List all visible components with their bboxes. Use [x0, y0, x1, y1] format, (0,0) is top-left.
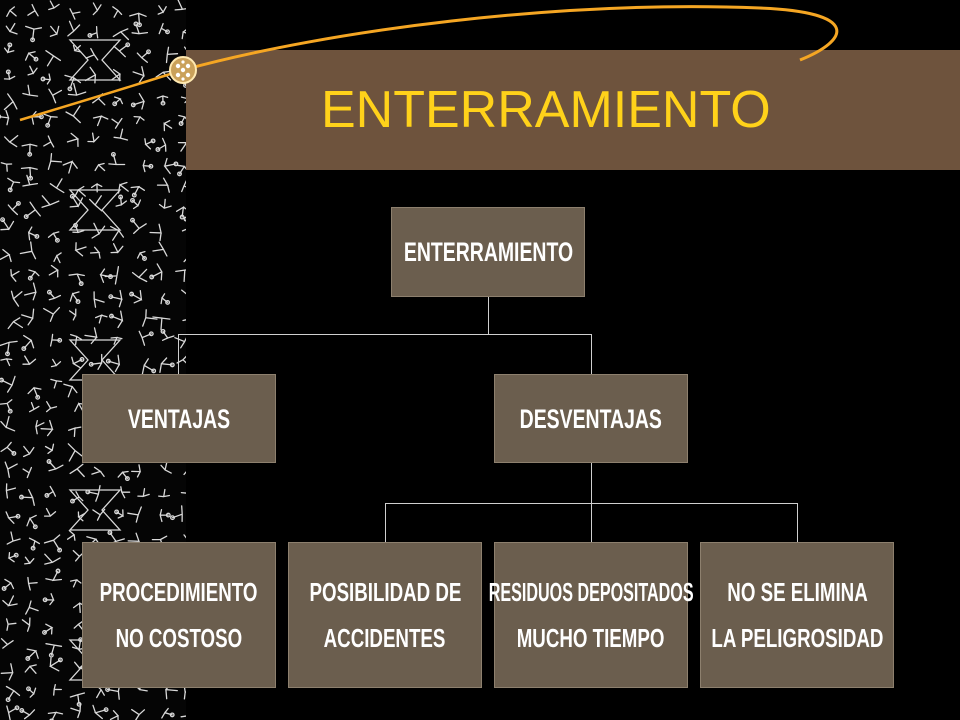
- connector-l2-4: [797, 503, 798, 542]
- node-procedimiento: PROCEDIMIENTO NO COSTOSO: [82, 542, 276, 688]
- node-line1: RESIDUOS DEPOSITADOS: [488, 577, 694, 607]
- node-line2: ACCIDENTES: [324, 623, 446, 653]
- connector-root-down: [488, 297, 489, 334]
- orb-icon: [169, 56, 197, 84]
- node-posibilidad: POSIBILIDAD DE ACCIDENTES: [288, 542, 482, 688]
- connector-level1-bar: [178, 334, 592, 335]
- node-residuos: RESIDUOS DEPOSITADOS MUCHO TIEMPO: [489, 542, 693, 688]
- node-line2: LA PELIGROSIDAD: [711, 623, 883, 653]
- node-desventajas: DESVENTAJAS: [494, 374, 688, 463]
- node-root-label: ENTERRAMIENTO: [403, 237, 573, 267]
- connector-l2-2: [385, 503, 386, 542]
- node-line1: NO SE ELIMINA: [726, 577, 868, 607]
- node-line1: PROCEDIMIENTO: [100, 577, 258, 607]
- node-desventajas-label: DESVENTAJAS: [519, 403, 663, 434]
- node-root: ENTERRAMIENTO: [391, 207, 585, 297]
- node-line2: NO COSTOSO: [115, 623, 243, 653]
- title-band: [186, 50, 960, 170]
- connector-desventajas-down: [591, 334, 592, 374]
- node-ventajas: VENTAJAS: [82, 374, 276, 463]
- connector-ventajas-down: [178, 334, 179, 374]
- node-ventajas-label: VENTAJAS: [127, 403, 231, 434]
- connector-l2-3: [591, 503, 592, 542]
- node-no-se-elimina: NO SE ELIMINA LA PELIGROSIDAD: [700, 542, 894, 688]
- connector-desventajas-out: [591, 463, 592, 503]
- node-line1: POSIBILIDAD DE: [309, 577, 461, 607]
- slide-title: ENTERRAMIENTO: [321, 81, 771, 139]
- node-line2: MUCHO TIEMPO: [517, 623, 665, 653]
